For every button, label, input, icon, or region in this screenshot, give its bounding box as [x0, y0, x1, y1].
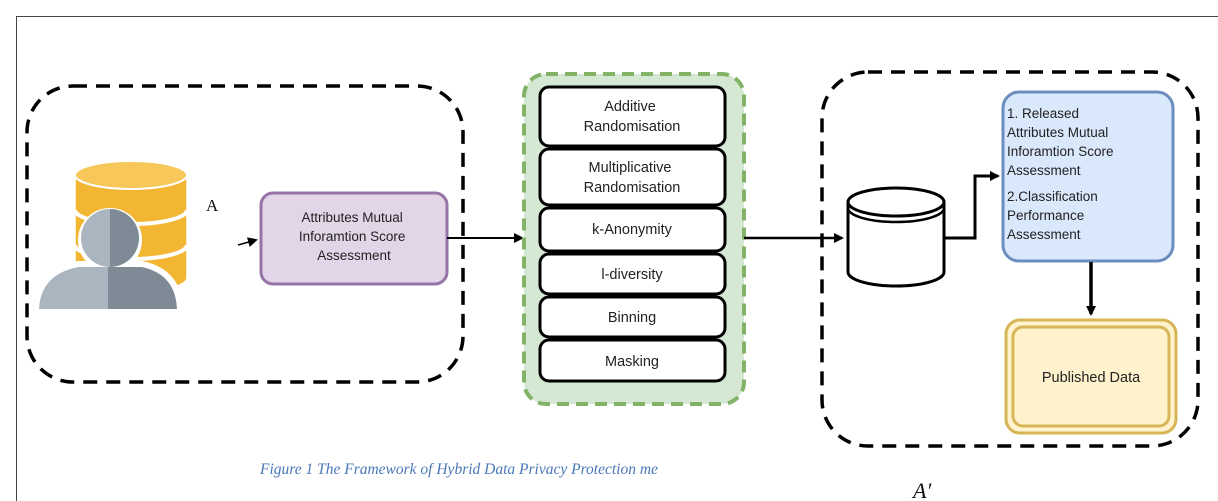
- technique-binning: Binning: [538, 295, 727, 339]
- svg-text:l-diversity: l-diversity: [601, 267, 663, 283]
- svg-text:Binning: Binning: [608, 310, 656, 326]
- technique-masking: Masking: [538, 338, 727, 383]
- database-user-icon: [32, 160, 258, 315]
- output-database-icon: [846, 186, 946, 288]
- output-group-container: [820, 70, 1200, 448]
- input-group-container: [25, 84, 465, 384]
- svg-text:Multiplicative Randomisa: Multiplicative Randomisation: [584, 160, 681, 196]
- output-to-assessment-connector: [944, 171, 1000, 240]
- output-label: A′: [911, 478, 932, 501]
- svg-text:Masking: Masking: [605, 354, 659, 370]
- technique-additive-randomisation: Additive Randomisation: [538, 85, 727, 148]
- figure-caption: Figure 1 The Framework of Hybrid Data Pr…: [259, 461, 658, 478]
- technique-multiplicative-randomisation: Multiplicative Randomisation: [538, 147, 727, 207]
- source-label: A: [206, 196, 219, 215]
- svg-text:k-Anonymity: k-Anonymity: [592, 222, 673, 238]
- user-icon: [32, 208, 184, 315]
- svg-text:Additive Randomisation: Additive Randomisation: [584, 99, 681, 135]
- technique-k-anonymity: k-Anonymity: [538, 206, 727, 253]
- published-data-box: [1004, 318, 1178, 435]
- assessment-label: 1. Released Attributes Mutual Inforamtio…: [1007, 106, 1117, 242]
- technique-l-diversity: l-diversity: [538, 252, 727, 296]
- mutual-information-label: Attributes Mutual Inforamtion Score Asse…: [299, 210, 409, 263]
- assessment-box: [1001, 90, 1175, 263]
- source-arrow: [237, 237, 258, 247]
- published-data-label: Published Data: [1042, 370, 1141, 386]
